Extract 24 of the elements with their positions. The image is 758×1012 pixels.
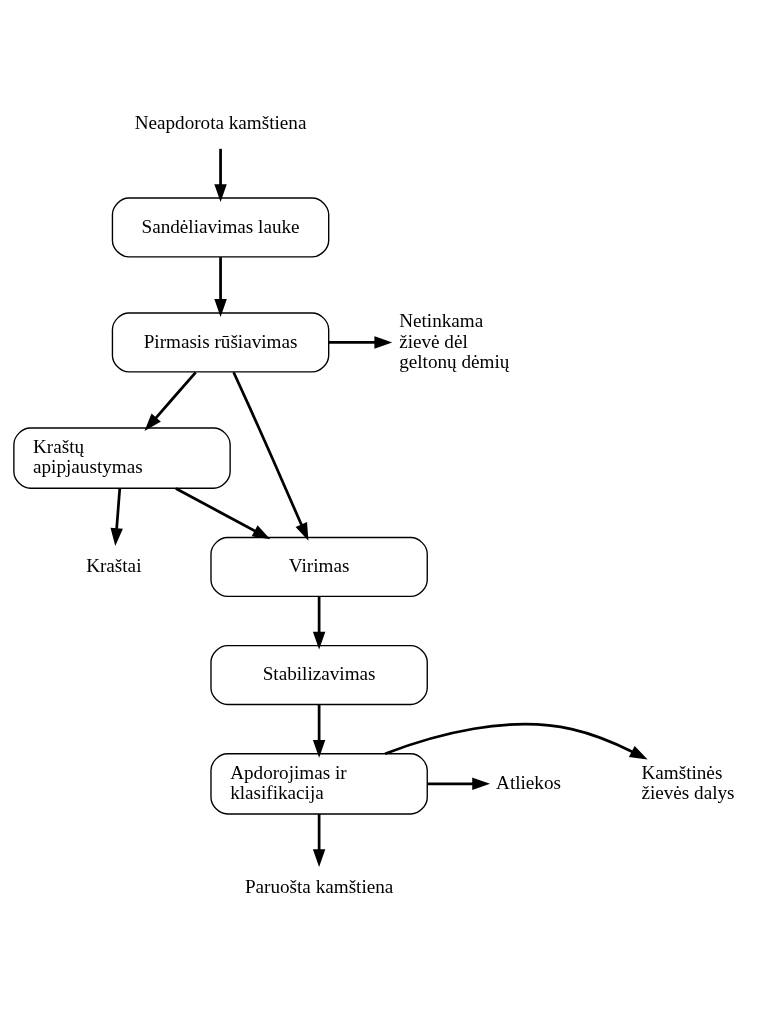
node-box: Stabilizavimas xyxy=(210,644,428,706)
arrow xyxy=(214,257,227,317)
node-text: Neapdorota kamštiena xyxy=(134,112,307,134)
node-box: Sandėliavimas lauke xyxy=(111,197,330,258)
node-box: Kraštų apipjaustymas xyxy=(13,427,231,489)
arrow xyxy=(312,704,326,758)
arrow xyxy=(214,148,227,202)
arrow xyxy=(232,371,309,541)
arrow xyxy=(312,814,326,867)
arrow xyxy=(328,336,393,349)
arrow xyxy=(384,722,648,760)
node-text: Netinkama žievė dėl geltonų dėmių xyxy=(399,309,510,373)
arrow xyxy=(110,488,123,547)
node-box: Virimas xyxy=(210,536,428,598)
arrow xyxy=(427,777,491,791)
node-box: Pirmasis rūšiavimas xyxy=(111,312,330,373)
node-text: Kamštinės žievės dalys xyxy=(641,761,735,804)
node-text: Paruošta kamštiena xyxy=(244,875,394,897)
arrow xyxy=(175,487,271,540)
node-box: Apdorojimas ir klasifikacija xyxy=(210,753,428,815)
node-text: Kraštai xyxy=(86,554,142,576)
node-text: Atliekos xyxy=(496,771,561,793)
arrow xyxy=(312,596,326,650)
arrow xyxy=(144,371,197,431)
